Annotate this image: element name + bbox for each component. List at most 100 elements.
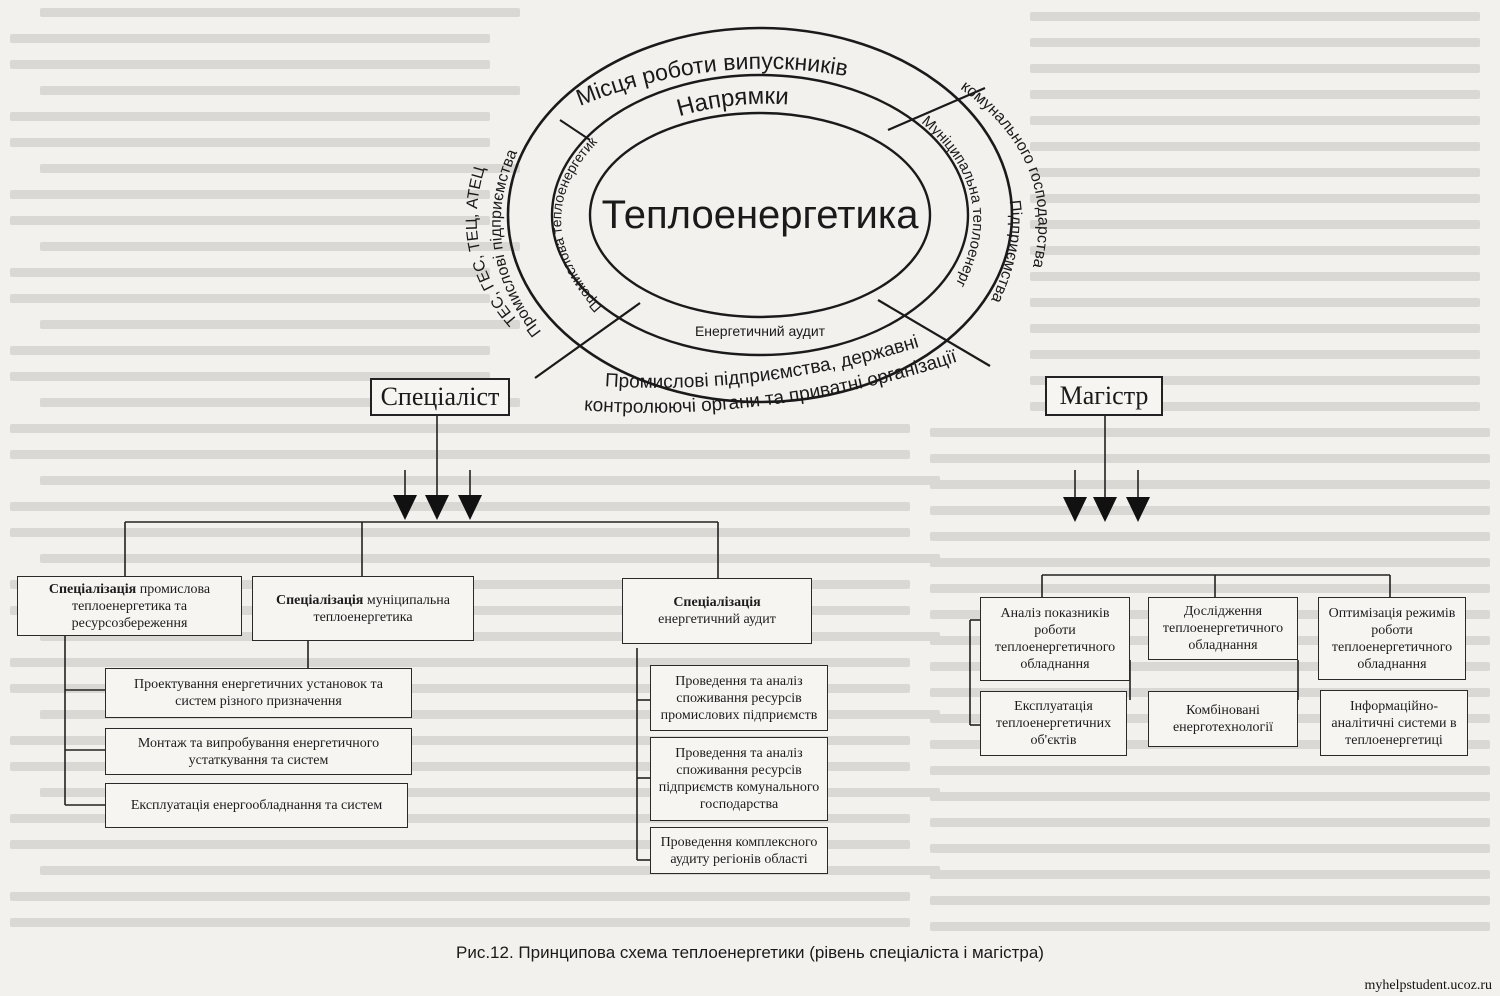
master-combined-text: Комбіновані енерготехнології (1172, 703, 1274, 735)
background-line (1030, 246, 1480, 255)
background-line (10, 840, 910, 849)
background-line (10, 528, 910, 537)
background-line (1030, 220, 1480, 229)
background-line (10, 112, 490, 121)
audit-industrial-box: Проведення та аналіз споживання ресурсів… (650, 665, 828, 731)
background-line (10, 294, 490, 303)
left-workplaces-line1: Промислові підприємства (488, 147, 545, 340)
master-optimization-text: Оптимізація режимів роботи теплоенергети… (1328, 605, 1456, 672)
center-label: Теплоенергетика (602, 193, 920, 237)
audit-region-text: Проведення комплексного аудиту регіонів … (660, 834, 818, 867)
bottom-direction-label: Енергетичний аудит (695, 323, 826, 339)
background-line (40, 164, 520, 173)
background-line (930, 870, 1490, 879)
background-line (40, 242, 520, 251)
master-optimization-box: Оптимізація режимів роботи теплоенергети… (1318, 597, 1466, 680)
spec-word-audit: Спеціалізація (673, 595, 761, 610)
master-research-text: Дослідження теплоенергетичного обладнанн… (1162, 604, 1284, 653)
background-line (10, 190, 490, 199)
background-line (40, 554, 940, 563)
background-line (10, 268, 490, 277)
background-line (1030, 116, 1480, 125)
background-line (40, 86, 520, 95)
spec-word-industrial: Спеціалізація (48, 581, 137, 597)
specialist-title: Спеціаліст (380, 382, 500, 411)
background-line (930, 480, 1490, 489)
spec-industrial-text: промислова теплоенергетика та ресурсозбе… (71, 581, 211, 631)
background-line (1030, 376, 1480, 385)
outer-ellipse (506, 26, 1014, 404)
background-line (930, 818, 1490, 827)
background-line (1030, 90, 1480, 99)
background-line (930, 662, 1490, 671)
divider-right-top (887, 86, 986, 132)
watermark: myhelpstudent.ucoz.ru (1364, 978, 1492, 993)
master-infosystems-box: Інформаційно-аналітичні системи в теплое… (1320, 690, 1468, 756)
background-line (10, 736, 910, 745)
background-line (1030, 194, 1480, 203)
background-line (40, 476, 940, 485)
task-operate-box: Експлуатація енергообладнання та систем (105, 783, 408, 828)
specialist-tag: Спеціаліст (370, 378, 510, 416)
inner-ring-label: Напрямки (674, 83, 790, 122)
background-line (930, 454, 1490, 463)
audit-region-box: Проведення комплексного аудиту регіонів … (650, 827, 828, 874)
background-line (10, 450, 910, 459)
background-line (10, 502, 910, 511)
background-line (930, 896, 1490, 905)
background-line (930, 922, 1490, 931)
middle-ellipse (550, 73, 970, 357)
background-line (930, 844, 1490, 853)
background-line (10, 892, 910, 901)
right-workplaces-line1: Підприємства (987, 199, 1024, 305)
background-line (1030, 272, 1480, 281)
audit-municipal-text: Проведення та аналіз споживання ресурсів… (658, 746, 820, 812)
master-operation-text: Експлуатація теплоенергетичних об'єктів (995, 699, 1112, 748)
background-line (1030, 38, 1480, 47)
master-tag: Магістр (1045, 376, 1163, 416)
audit-industrial-text: Проведення та аналіз споживання ресурсів… (660, 673, 818, 723)
task-design-text: Проектування енергетичних установок та с… (134, 677, 383, 709)
figure-caption: Рис.12. Принципова схема теплоенергетики… (456, 943, 1044, 962)
background-line (10, 684, 910, 693)
background-line (1030, 324, 1480, 333)
background-line (10, 372, 490, 381)
spec-industrial-box: Спеціалізація промислова теплоенергетика… (17, 576, 242, 636)
task-install-box: Монтаж та випробування енергетичного уст… (105, 728, 412, 775)
divider-left-top (559, 119, 591, 141)
spec-municipal-text: муніципальна теплоенергетика (313, 592, 450, 625)
background-line (10, 138, 490, 147)
master-infosystems-text: Інформаційно-аналітичні системи в теплое… (1331, 698, 1457, 748)
background-line (40, 710, 940, 719)
background-line (1030, 402, 1480, 411)
master-research-box: Дослідження теплоенергетичного обладнанн… (1148, 597, 1298, 660)
background-line (40, 320, 520, 329)
task-install-text: Монтаж та випробування енергетичного уст… (137, 735, 380, 768)
divider-left-bottom (534, 302, 641, 379)
background-line (930, 506, 1490, 515)
background-line (40, 632, 940, 641)
background-line (1030, 168, 1480, 177)
spec-municipal-box: Спеціалізація муніципальна теплоенергети… (252, 576, 474, 641)
background-line (930, 766, 1490, 775)
background-line (10, 34, 490, 43)
master-analysis-text: Аналіз показників роботи теплоенергетичн… (994, 606, 1116, 672)
task-design-box: Проектування енергетичних установок та с… (105, 668, 412, 718)
background-line (10, 918, 910, 927)
background-line (10, 762, 910, 771)
background-line (1030, 142, 1480, 151)
master-operation-box: Експлуатація теплоенергетичних об'єктів (980, 691, 1127, 756)
master-combined-box: Комбіновані енерготехнології (1148, 691, 1298, 747)
spec-audit-text: енергетичний аудит (658, 612, 776, 627)
background-line (10, 216, 490, 225)
task-operate-text: Експлуатація енергообладнання та систем (130, 798, 383, 813)
spec-audit-box: Спеціалізація енергетичний аудит (622, 578, 812, 644)
background-line (1030, 64, 1480, 73)
background-line (10, 346, 490, 355)
background-line (930, 584, 1490, 593)
background-line (10, 658, 910, 667)
divider-right-bottom (877, 299, 991, 367)
background-line (930, 532, 1490, 541)
